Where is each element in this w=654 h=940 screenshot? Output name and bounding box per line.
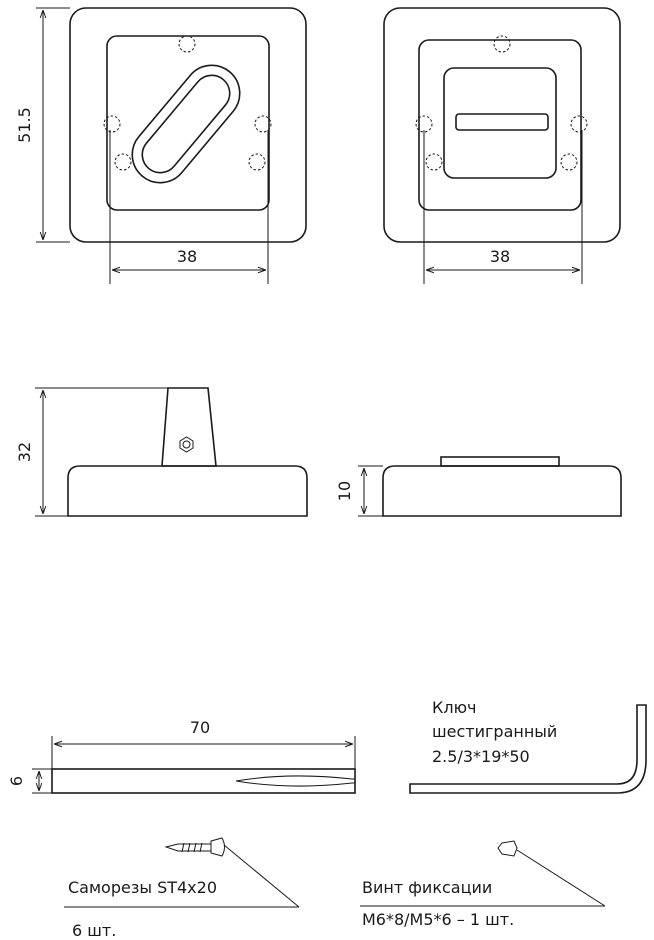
knob-profile [161,387,217,467]
set-screw-leader-line [516,849,606,907]
height-dimension-label: 10 [335,481,354,501]
hidden-screw-hole [178,35,196,53]
screw-head [210,837,225,857]
hidden-screw-hole [570,115,588,133]
width-dimension-label: 38 [490,247,510,266]
screw-leader-line [223,844,300,908]
hidden-screw-hole [114,153,132,171]
set-screw-shape [497,840,518,857]
hidden-screw-hole [415,115,433,133]
length-dimension-label: 70 [190,718,210,737]
hidden-screw-hole [248,153,266,171]
wood-screw: Саморезы ST4x20 6 шт. [64,837,300,940]
spindle-split-lower [235,780,353,787]
spindle-bar-body [51,768,356,794]
hex-key-label-3: 2.5/3*19*50 [432,747,530,766]
height-dimension-label: 51.5 [15,107,34,143]
spindle-bar: 70 6 [7,718,356,794]
spindle-split-upper [235,775,353,782]
front-view-thumbturn: 51.5 38 [15,7,307,284]
hidden-screw-hole [493,35,511,53]
hidden-screw-hole [425,153,443,171]
width-dimension-label: 38 [177,247,197,266]
hidden-screw-hole [103,115,121,133]
thumbturn-knob [131,64,241,184]
rosette-base-profile [382,465,622,517]
side-view-release: 10 [335,456,622,517]
hex-key-label-2: шестигранный [432,722,557,741]
hex-set-screw-icon [179,436,194,453]
set-screw: Винт фиксации M6*8/M5*6 – 1 шт. [360,840,606,929]
rosette-base-profile [67,465,308,517]
front-view-release: 38 [383,7,621,284]
hex-key-shape [409,704,647,794]
inner-rosette-plate [418,39,582,211]
hidden-screw-hole [560,153,578,171]
outer-rosette-plate [383,7,621,243]
release-cover [443,67,557,179]
side-view-thumbturn: 32 [15,387,308,517]
screw-qty-label: 6 шт. [72,921,116,940]
hex-key: Ключ шестигранный 2.5/3*19*50 [409,698,647,794]
hidden-screw-hole [254,115,272,133]
inner-rosette-plate [106,35,270,211]
hex-key-label-1: Ключ [432,698,477,717]
thickness-dimension-label: 6 [7,776,26,786]
release-cover-profile [440,456,560,467]
outer-rosette-plate [69,7,307,243]
set-screw-spec-label: M6*8/M5*6 – 1 шт. [362,910,514,929]
release-slot [455,113,549,131]
screw-name-label: Саморезы ST4x20 [68,878,217,897]
height-dimension-label: 32 [15,442,34,462]
set-screw-name-label: Винт фиксации [362,878,492,897]
